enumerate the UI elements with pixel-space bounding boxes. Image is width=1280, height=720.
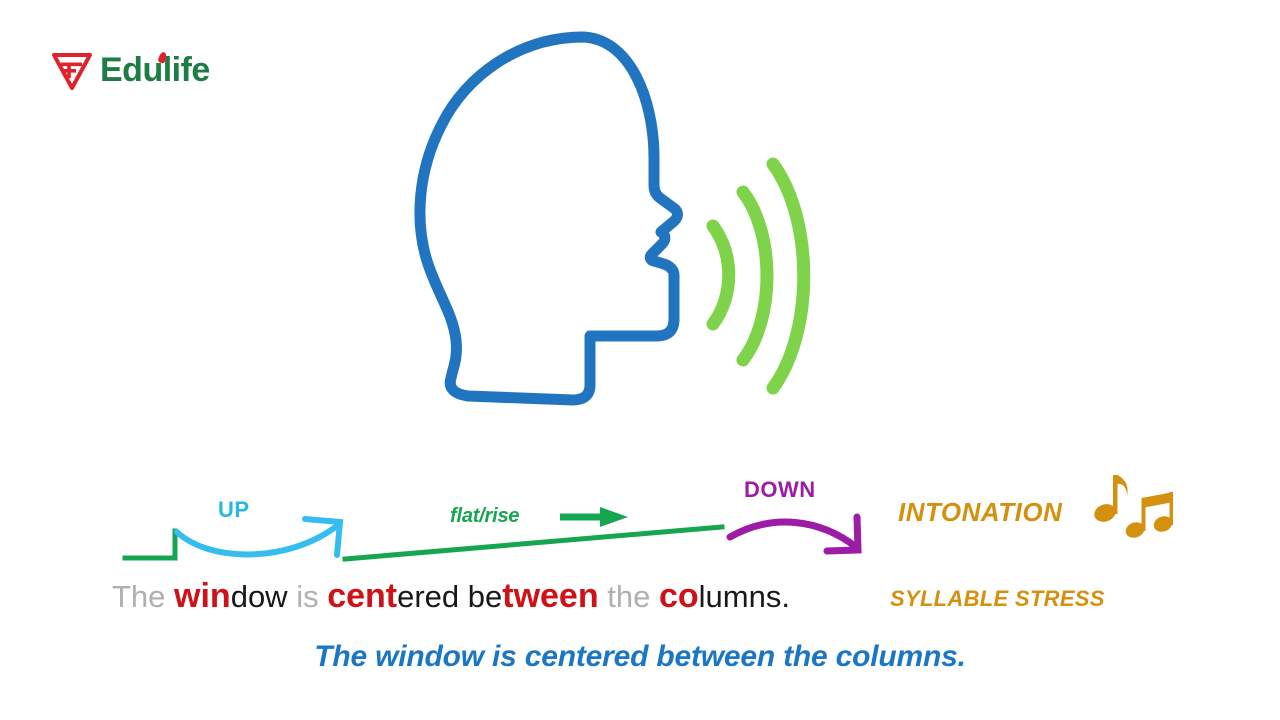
stress-seg-4: cent — [327, 577, 398, 615]
stress-seg-9: lumns. — [698, 579, 790, 614]
music-notes-icon — [1094, 475, 1173, 538]
brand-wordmark: Edulife — [100, 51, 210, 89]
intonation-lines — [122, 513, 862, 562]
flat-rise-arrow-icon — [560, 507, 628, 527]
stress-seg-5: ered be — [397, 579, 503, 614]
speaking-head-illustration — [398, 28, 868, 410]
stress-seg-6: tween — [502, 577, 599, 615]
stress-seg-1: win — [174, 577, 231, 615]
stress-seg-2: dow — [230, 579, 297, 614]
speaking-head-icon — [414, 31, 811, 406]
stress-sentence: The win dow is cent ered be tween the co… — [112, 577, 790, 615]
syllable-stress-tag: SYLLABLE STRESS — [890, 586, 1105, 611]
stress-seg-7: the — [598, 579, 659, 614]
label-flat-rise: flat/rise — [450, 505, 520, 527]
label-down: DOWN — [744, 477, 816, 502]
brand-logo: Edulife — [50, 48, 210, 92]
intonation-contour-diagram — [100, 455, 900, 575]
stress-seg-3: is — [296, 579, 328, 614]
stress-seg-0: The — [112, 579, 175, 614]
label-up: UP — [218, 497, 250, 522]
brand-name: Edulife — [100, 51, 210, 89]
triangle-f-logo-icon — [52, 53, 92, 90]
intonation-tag: INTONATION — [898, 497, 1063, 527]
stress-seg-8: co — [658, 577, 699, 615]
bottom-sentence: The window is centered between the colum… — [314, 640, 966, 673]
